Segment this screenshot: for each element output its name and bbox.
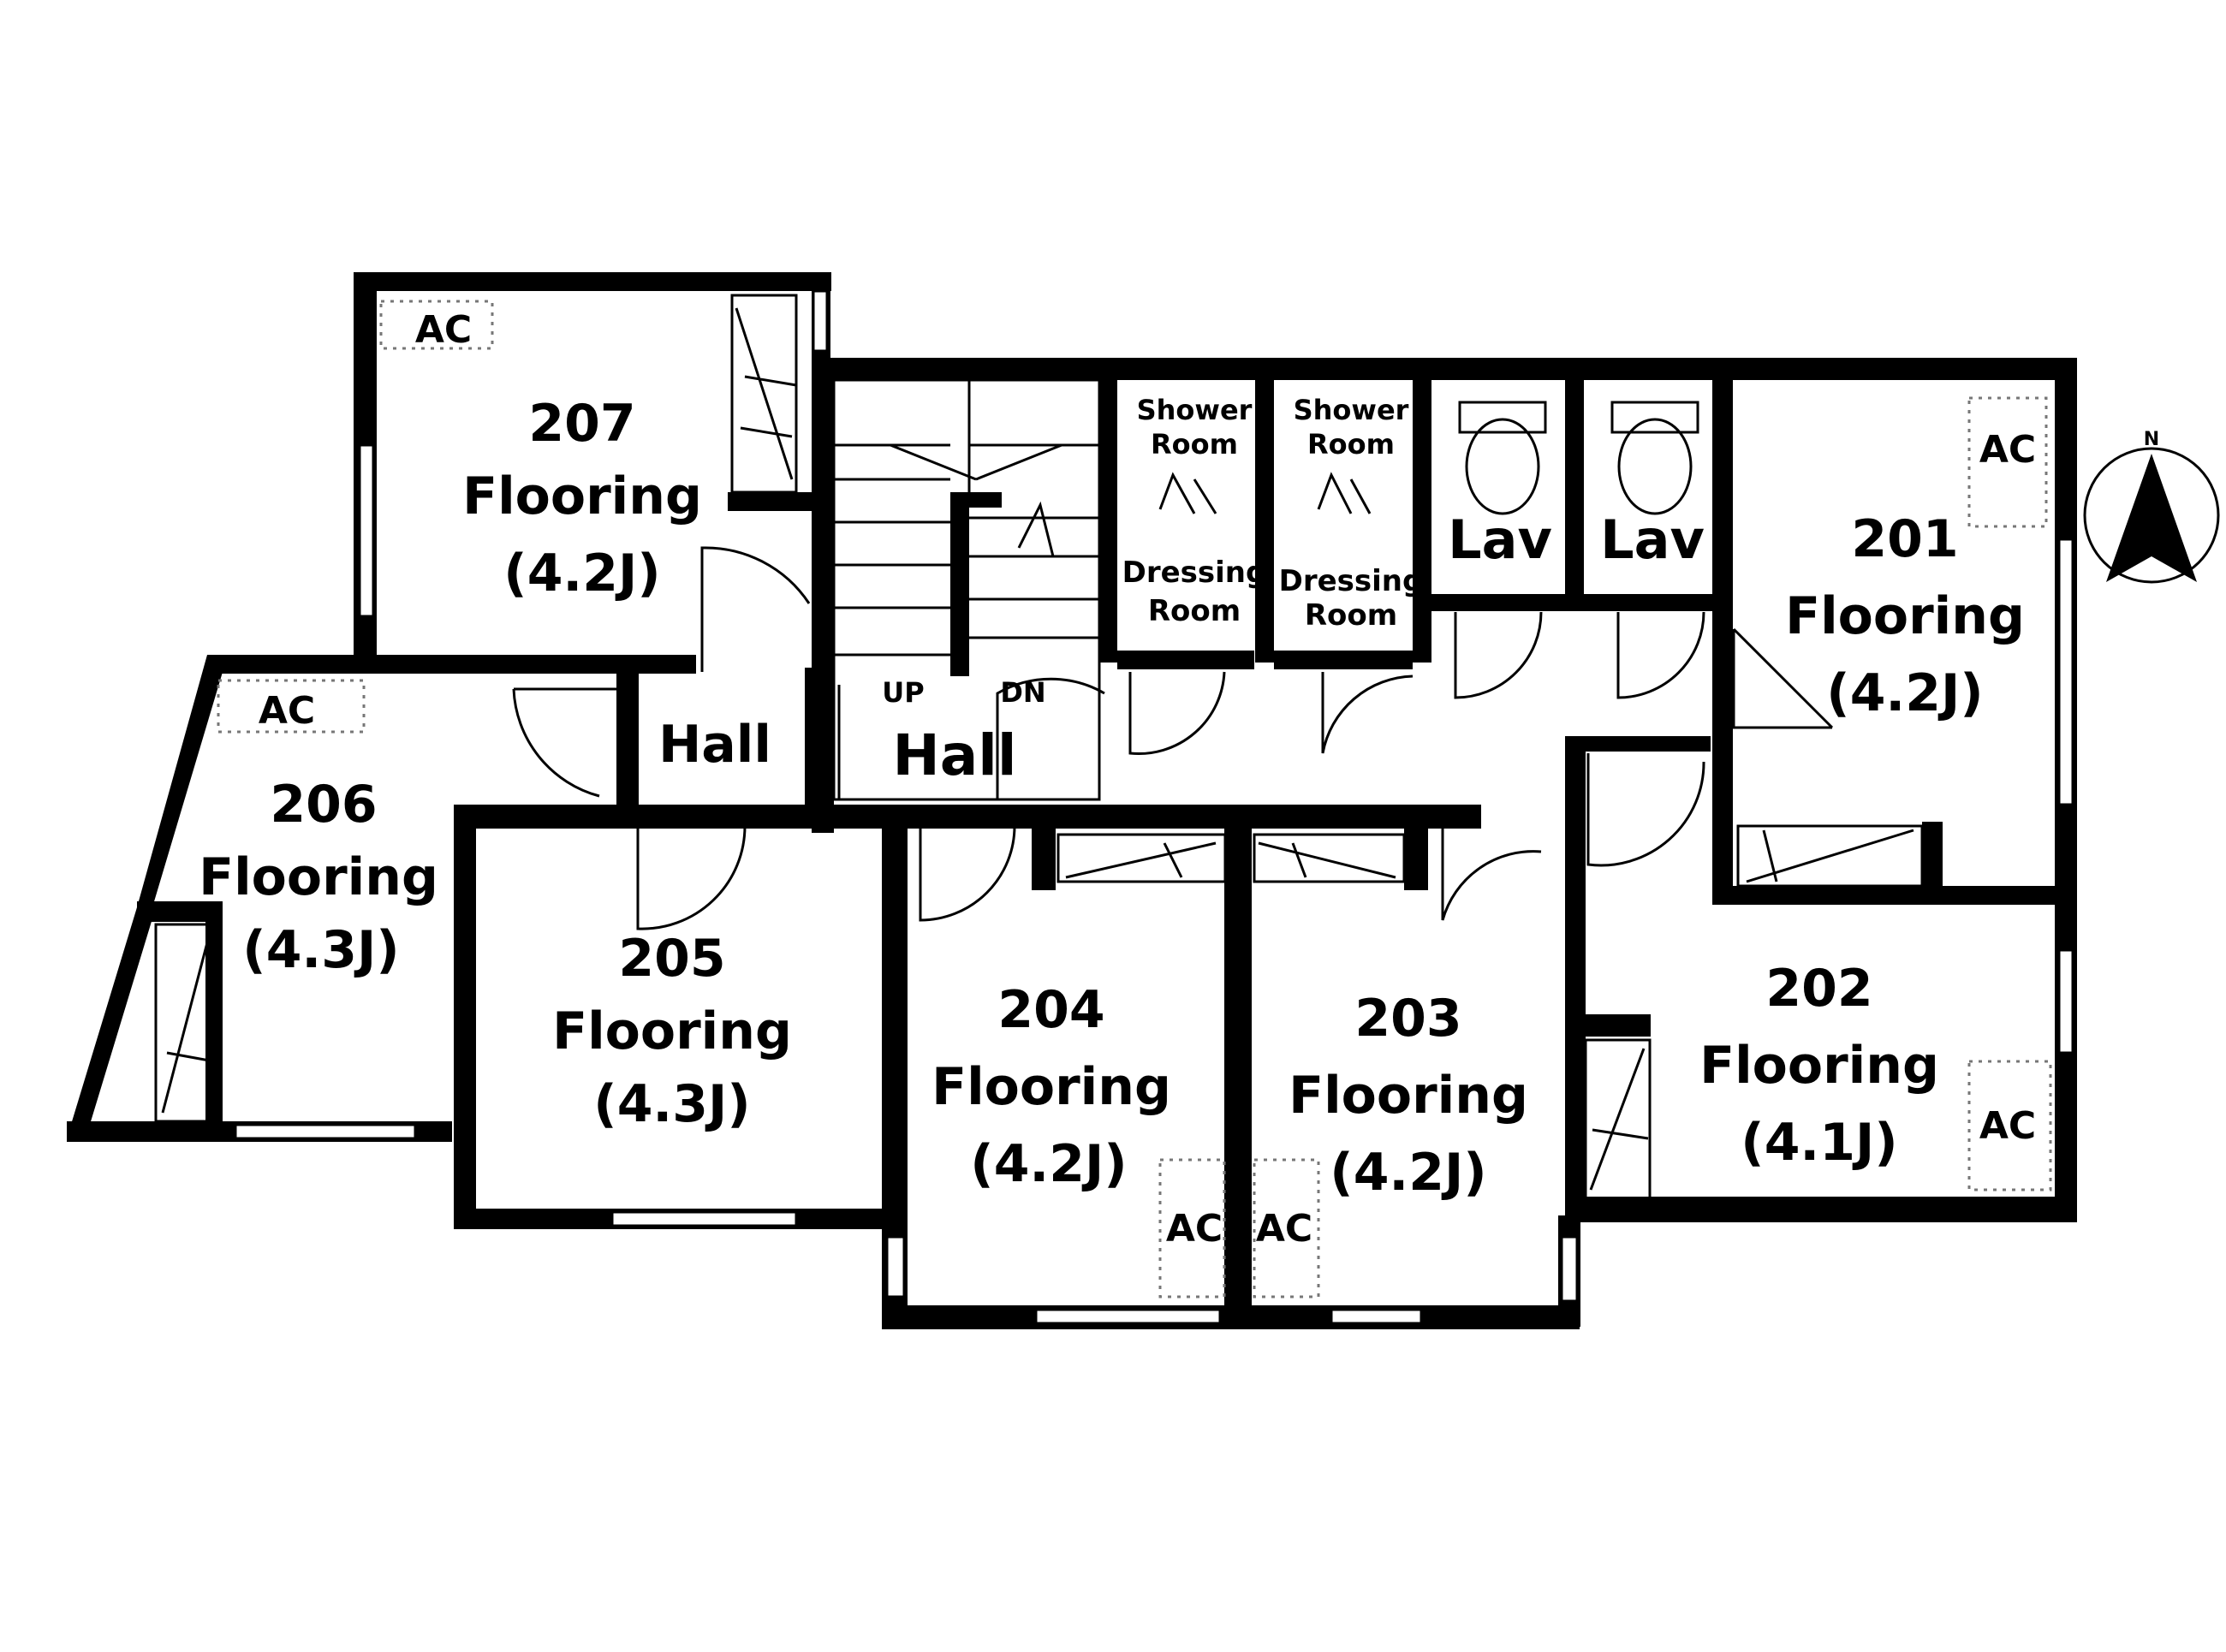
dressing-room-1-line2: Room <box>1148 594 1241 628</box>
shower-room-2-line2: Room <box>1307 428 1395 461</box>
room-202-type: Flooring <box>1699 1036 1939 1096</box>
ac-units <box>217 300 2052 1298</box>
shower-room-1-line2: Room <box>1151 428 1238 461</box>
dressing-room-2-line1: Dressing <box>1279 564 1424 598</box>
room-201-number: 201 <box>1851 509 1958 569</box>
ac-label-203: AC <box>1256 1207 1312 1251</box>
room-204: 204 Flooring (4.2J) <box>931 980 1171 1194</box>
room-204-type: Flooring <box>931 1057 1171 1117</box>
room-201: 201 Flooring (4.2J) <box>1785 509 2025 723</box>
room-203: 203 Flooring (4.2J) <box>1289 989 1528 1203</box>
room-203-type: Flooring <box>1289 1066 1528 1126</box>
stairs <box>832 378 1101 801</box>
room-201-size: (4.2J) <box>1826 663 1983 723</box>
room-206: 206 Flooring (4.3J) <box>199 775 438 980</box>
room-202-size: (4.1J) <box>1741 1113 1897 1173</box>
room-202-number: 202 <box>1765 959 1872 1019</box>
doors <box>512 546 1834 930</box>
dressing-room-2-line2: Room <box>1305 598 1397 633</box>
room-206-number: 206 <box>270 775 377 835</box>
room-203-number: 203 <box>1354 989 1461 1049</box>
room-203-size: (4.2J) <box>1330 1143 1486 1203</box>
ac-label-206: AC <box>259 689 315 733</box>
hall-label-right: Hall <box>892 722 1016 788</box>
shower-room-1-line1: Shower <box>1137 394 1253 426</box>
room-205-type: Flooring <box>552 1001 792 1061</box>
room-206-size: (4.3J) <box>242 920 399 980</box>
ac-label-202: AC <box>1979 1104 2036 1148</box>
room-207: 207 Flooring (4.2J) <box>462 394 702 603</box>
room-207-size: (4.2J) <box>503 544 660 603</box>
room-204-size: (4.2J) <box>970 1134 1127 1194</box>
lav-label-2: Lav <box>1600 508 1705 571</box>
room-205-number: 205 <box>618 929 725 989</box>
room-206-type: Flooring <box>199 847 438 907</box>
room-205: 205 Flooring (4.3J) <box>552 929 792 1134</box>
shower-room-2-line1: Shower <box>1294 394 1409 426</box>
closets <box>154 294 1924 1200</box>
room-201-type: Flooring <box>1785 586 2025 646</box>
hall-label-left: Hall <box>658 715 771 775</box>
stairs-down-label: DN <box>1000 676 1045 709</box>
room-207-type: Flooring <box>462 466 702 526</box>
windows <box>234 289 2074 1325</box>
compass-label: N <box>2144 429 2159 450</box>
dressing-room-1-line1: Dressing <box>1122 556 1267 590</box>
ac-label-204: AC <box>1166 1207 1223 1251</box>
room-207-number: 207 <box>528 394 635 454</box>
ac-label-201: AC <box>1979 428 2036 472</box>
walls <box>67 272 2077 1329</box>
ac-label-207: AC <box>415 308 472 352</box>
room-205-size: (4.3J) <box>593 1074 750 1134</box>
room-202: 202 Flooring (4.1J) <box>1699 959 1939 1173</box>
room-204-number: 204 <box>997 980 1104 1040</box>
lav-label-1: Lav <box>1448 508 1552 571</box>
north-compass: N <box>2083 429 2220 584</box>
north-arrow-icon <box>2106 454 2197 582</box>
stairs-up-label: UP <box>882 676 924 709</box>
toilet-fixtures <box>1458 401 1699 515</box>
